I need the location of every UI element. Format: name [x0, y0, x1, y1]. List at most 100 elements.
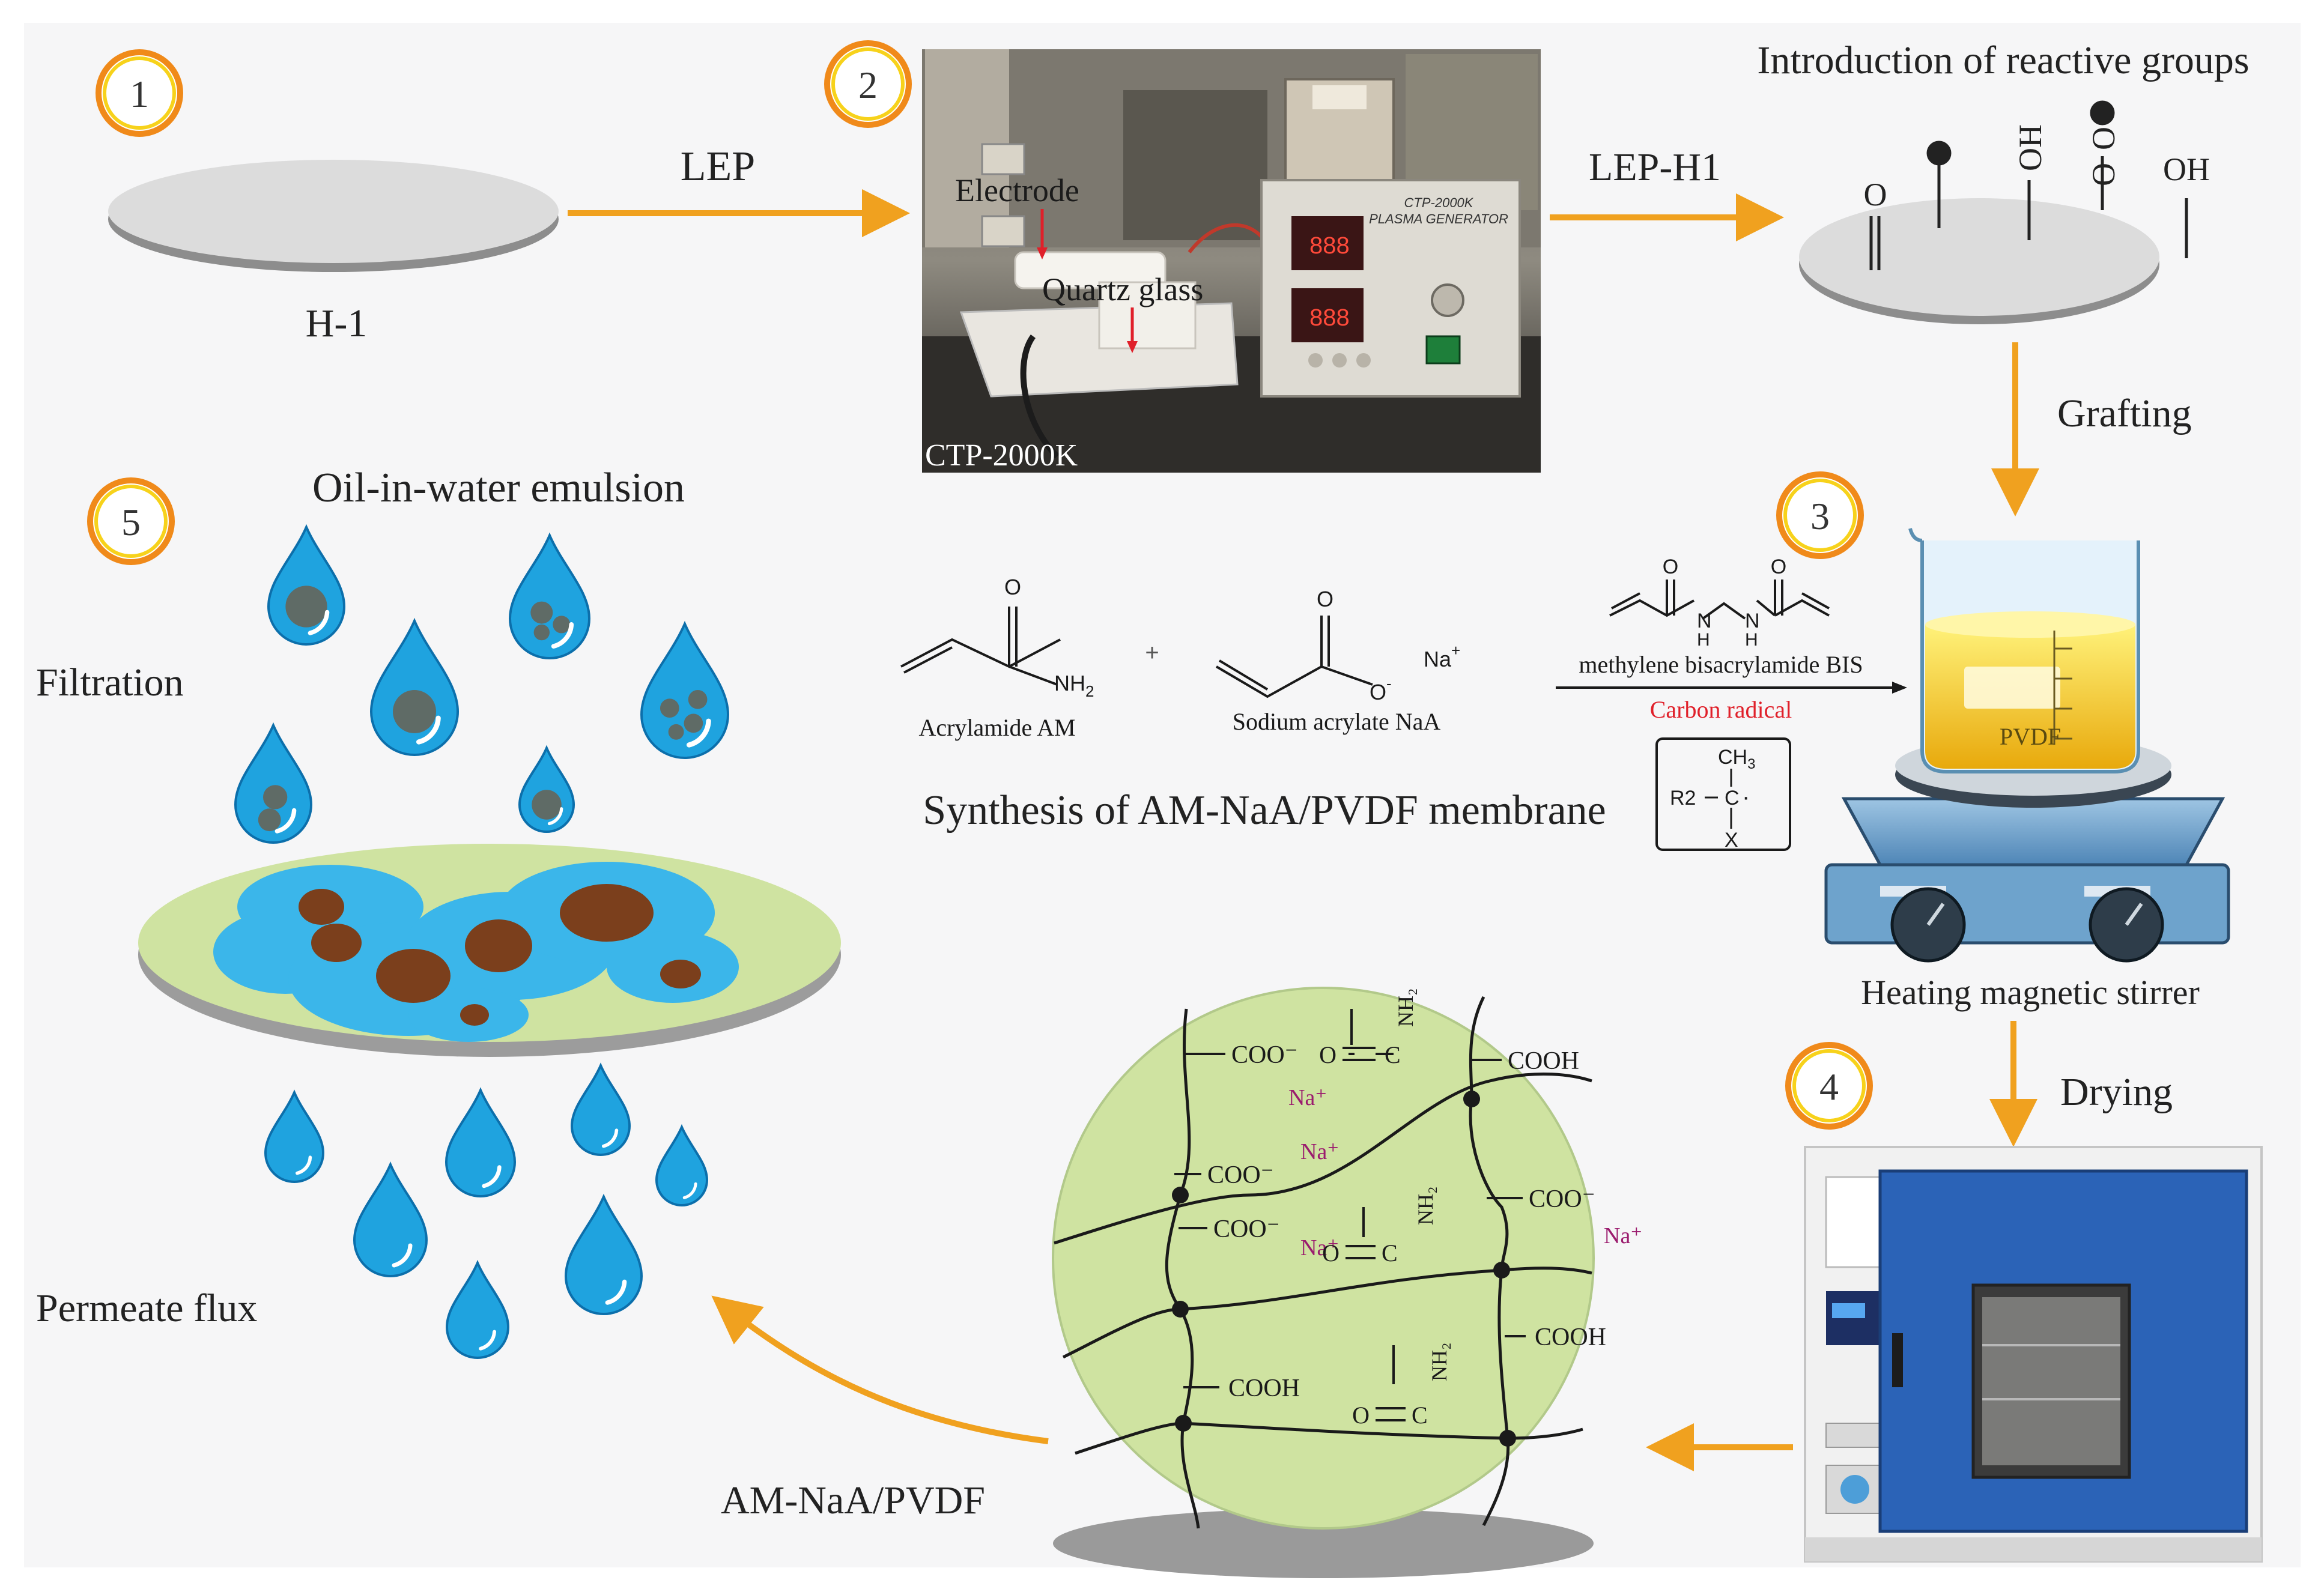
water-droplet: [564, 1193, 643, 1315]
network-na-2: Na⁺: [1300, 1139, 1339, 1164]
network-nh2-1: NH₂: [1394, 988, 1418, 1027]
network-coo-minus-4: COO⁻: [1529, 1185, 1595, 1213]
oil-in-water-title: Oil-in-water emulsion: [312, 465, 685, 511]
bis-n-right: N: [1745, 610, 1760, 632]
network-na-3: Na⁺: [1300, 1235, 1339, 1261]
plasma-device-photo: 888 888 CTP-2000K PLASMA GENERATOR Elect…: [922, 49, 1541, 473]
drying-oven: [1804, 1146, 2263, 1563]
bis-label: methylene bisacrylamide BIS: [1579, 651, 1863, 678]
step-5-circle: 5: [87, 477, 175, 565]
sodium-acrylate-minus: -: [1386, 674, 1392, 692]
network-nh2-2: NH₂: [1413, 1186, 1437, 1225]
sodium-ion: Na+: [1424, 641, 1460, 671]
hydroxyl-oh-label-rotated: OH: [2012, 124, 2048, 171]
bis-o-left: O: [1663, 555, 1678, 578]
radical-structure-box: [1655, 737, 1791, 851]
water-droplet: [445, 1259, 510, 1359]
sodium-acrylate-structure: [1215, 616, 1373, 698]
radical-ch: CH: [1718, 746, 1747, 769]
water-droplet: [655, 1124, 709, 1206]
svg-text:888: 888: [1309, 232, 1350, 259]
network-coo-minus-3: COO⁻: [1213, 1215, 1280, 1243]
h1-label: H-1: [306, 301, 368, 345]
activated-membrane-disk: [1799, 198, 2159, 324]
am-naa-pvdf-label: AM-NaA/PVDF: [721, 1479, 985, 1522]
radical-r2: R2: [1670, 787, 1696, 810]
water-droplet: [444, 1087, 517, 1197]
acrylamide-nh: NH: [1054, 671, 1085, 695]
step-2-number: 2: [858, 64, 878, 106]
hydrogel-network: COO⁻ O C NH₂ COOH Na⁺ Na⁺ COO⁻ COO⁻ COO⁻…: [1052, 987, 1642, 1578]
bis-structure: [1609, 580, 1830, 620]
quartz-pointer-head: [1127, 341, 1138, 353]
radical-x: X: [1725, 829, 1738, 852]
quartz-glass-label: Quartz glass: [1042, 271, 1203, 307]
plus-sign: +: [1145, 640, 1159, 666]
acrylamide-structure: [900, 607, 1061, 686]
acrylamide-label: Acrylamide AM: [918, 714, 1075, 741]
network-cooh-3: COOH: [1228, 1375, 1300, 1402]
sodium-plus: +: [1451, 641, 1460, 659]
permeate-drops: [264, 1062, 709, 1359]
heating-stirrer-label: Heating magnetic stirrer: [1861, 973, 2200, 1012]
acrylamide-sub2: 2: [1085, 682, 1094, 700]
reactive-groups-title: Introduction of reactive groups: [1757, 38, 2249, 82]
network-coo-minus-2: COO⁻: [1207, 1161, 1274, 1189]
electrode-label: Electrode: [955, 172, 1079, 208]
bis-h-left: H: [1697, 630, 1710, 650]
reaction-arrowhead: [1892, 682, 1907, 694]
network-na-4: Na⁺: [1604, 1223, 1642, 1248]
reactive-groups: [1869, 100, 2188, 270]
peroxy-o-label-2-rotated: O: [2086, 163, 2122, 186]
pvdf-beaker-label: PVDF: [2000, 723, 2061, 750]
network-nh2-3: NH₂: [1427, 1342, 1451, 1381]
acrylamide-nh2: NH2: [1054, 671, 1094, 700]
step-1-number: 1: [130, 73, 149, 115]
radical-c: C: [1725, 787, 1740, 810]
oil-droplet: [518, 745, 575, 833]
lep-h1-label: LEP-H1: [1589, 145, 1721, 189]
svg-text:888: 888: [1309, 304, 1350, 331]
emulsion-drops: [234, 524, 730, 844]
network-na-1: Na⁺: [1288, 1085, 1327, 1110]
grafting-label: Grafting: [2057, 392, 2192, 435]
sodium-acrylate-o-atom: O: [1370, 680, 1386, 704]
step-3-number: 3: [1810, 495, 1830, 537]
bis-n-left: N: [1697, 610, 1712, 632]
water-droplet: [353, 1161, 428, 1277]
bis-o-right: O: [1771, 555, 1786, 578]
drying-label: Drying: [2060, 1070, 2173, 1114]
sodium-acrylate-o: O: [1317, 587, 1333, 611]
filtration-label: Filtration: [36, 661, 184, 704]
network-cooh-1: COOH: [1508, 1047, 1579, 1075]
oil-droplet: [508, 532, 591, 659]
acrylamide-o: O: [1004, 575, 1021, 599]
radical-ch3: CH3: [1718, 746, 1755, 772]
step-3-circle: 3: [1776, 471, 1864, 559]
h1-membrane-disk: [108, 160, 559, 272]
sodium-acrylate-o-minus: O-: [1370, 674, 1392, 704]
network-c-1: C: [1385, 1041, 1401, 1068]
radical-sub3: 3: [1747, 756, 1755, 772]
network-c-2: C: [1382, 1239, 1398, 1267]
filtration-membrane: [138, 844, 841, 1057]
network-o-1: O: [1319, 1041, 1336, 1068]
water-droplet: [570, 1062, 631, 1156]
step-4-number: 4: [1819, 1065, 1839, 1108]
network-cooh-2: COOH: [1535, 1324, 1606, 1351]
device-name-label: CTP-2000K: [925, 438, 1078, 473]
heating-magnetic-stirrer: PVDF: [1824, 528, 2230, 963]
network-c-3: C: [1412, 1402, 1428, 1429]
step-4-circle: 4: [1785, 1042, 1873, 1130]
permeate-flux-label: Permeate flux: [36, 1286, 257, 1330]
sodium-na: Na: [1424, 647, 1452, 671]
oil-droplet: [234, 722, 313, 844]
step-5-number: 5: [121, 501, 141, 543]
carbon-radical-label: Carbon radical: [1650, 696, 1792, 723]
network-coo-minus-1: COO⁻: [1231, 1041, 1298, 1069]
carbonyl-o-label: O: [1864, 177, 1887, 213]
water-droplet: [264, 1089, 325, 1183]
network-o-2: O: [1322, 1239, 1339, 1267]
oil-droplet: [640, 620, 730, 759]
